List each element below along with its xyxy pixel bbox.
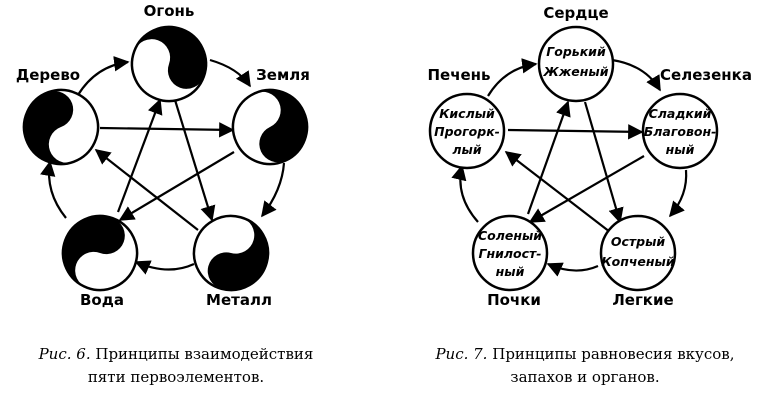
fig7-arrow-kidneys-to-liver xyxy=(451,164,479,223)
fig7-node-kidneys: Соленый Гнилост- ный xyxy=(471,214,549,292)
fig7-label-heart: Сердце xyxy=(543,4,608,22)
fig6-arrow-wood-to-earth xyxy=(99,122,235,138)
fig6-arrow-fire-to-metal xyxy=(173,99,216,222)
fig6-label-fire: Огонь xyxy=(144,2,195,20)
fig7-inner-lungs-1: Острый xyxy=(611,234,666,249)
fig7-arrow-liver-to-spleen xyxy=(507,124,644,140)
fig7-inner-liver-3: лый xyxy=(452,142,481,157)
fig7-node-spleen: Сладкий Благовон- ный xyxy=(641,92,719,170)
fig6-arrow-earth-to-water xyxy=(118,151,235,221)
fig6-node-metal xyxy=(192,214,270,292)
fig7-inner-liver-2: Прогорк- xyxy=(434,124,500,139)
fig6-label-water: Вода xyxy=(80,291,124,309)
fig7-node-liver: Кислый Прогорк- лый xyxy=(428,92,506,170)
fig7-arrow-kidneys-to-heart xyxy=(526,100,571,215)
fig7-inner-heart-2: Жженый xyxy=(543,64,609,79)
fig7-arrow-heart-to-spleen xyxy=(611,58,661,92)
fig7-node-heart: Горький Жженый xyxy=(537,25,615,103)
fig7-inner-spleen-2: Благовон- xyxy=(644,124,717,139)
fig7-inner-spleen-3: ный xyxy=(666,142,695,157)
fig6-arrow-earth-to-metal xyxy=(261,162,286,218)
fig7-inner-liver-1: Кислый xyxy=(439,106,495,121)
fig6-caption-prefix: Рис. 6. xyxy=(38,345,96,363)
fig6-arrow-fire-to-earth xyxy=(209,58,251,88)
fig7-inner-heart-1: Горький xyxy=(546,44,606,59)
fig6-arrow-metal-to-water xyxy=(134,260,195,275)
fig7-arrow-lungs-to-kidneys xyxy=(546,262,599,277)
fig7-label-spleen: Селезенка xyxy=(660,66,752,84)
fig7-inner-lungs-2: Копченый xyxy=(601,254,674,269)
fig7-caption-prefix: Рис. 7. xyxy=(434,345,492,363)
fig6-node-fire xyxy=(130,25,208,103)
fig6-label-earth: Земля xyxy=(256,66,310,84)
fig7-label-kidneys: Почки xyxy=(487,291,541,309)
fig7-caption-line1: Рис. 7. Принципы равновесия вкусов, xyxy=(434,345,734,363)
figure-7-diagram: Горький Жженый Сладкий Благовон- ный Ост… xyxy=(427,4,751,309)
fig6-node-water xyxy=(61,214,139,292)
fig7-arrow-lungs-to-liver xyxy=(504,151,611,233)
fig7-label-liver: Печень xyxy=(427,66,490,84)
fig6-label-wood: Дерево xyxy=(16,66,80,84)
fig7-caption-line2: запахов и органов. xyxy=(510,368,659,386)
fig6-label-metal: Металл xyxy=(206,291,272,309)
fig7-inner-kidneys-2: Гнилост- xyxy=(479,246,542,261)
fig6-star-arrows xyxy=(94,98,235,231)
fig7-inner-spleen-1: Сладкий xyxy=(649,106,712,121)
fig6-arrow-water-to-fire xyxy=(116,98,163,213)
fig6-arrow-wood-to-fire xyxy=(77,56,130,96)
figure-6-caption: Рис. 6. Принципы взаимодействия пяти пер… xyxy=(38,345,314,386)
fig7-arrow-liver-to-heart xyxy=(487,58,538,97)
figure-6-diagram: Огонь Земля Металл Вода Дерево xyxy=(16,2,310,309)
fig6-arrow-metal-to-wood xyxy=(94,149,199,231)
fig7-caption-text1: Принципы равновесия вкусов, xyxy=(492,345,734,363)
fig6-caption-line2: пяти первоэлементов. xyxy=(88,368,264,386)
fig6-caption-line1: Рис. 6. Принципы взаимодействия xyxy=(38,345,314,363)
fig7-node-lungs: Острый Копченый xyxy=(599,214,677,292)
fig6-node-wood xyxy=(22,88,100,166)
fig6-arrow-water-to-wood xyxy=(40,160,67,219)
fig7-arrow-spleen-to-kidneys xyxy=(528,155,645,223)
fig7-inner-kidneys-1: Соленый xyxy=(478,228,542,243)
fig7-arrow-spleen-to-lungs xyxy=(668,169,688,218)
fig7-cycle-arrows xyxy=(451,58,688,277)
fig7-inner-kidneys-3: ный xyxy=(496,264,525,279)
figure-7-caption: Рис. 7. Принципы равновесия вкусов, запа… xyxy=(434,345,734,386)
fig6-caption-text1: Принципы взаимодействия xyxy=(95,345,313,363)
fig7-arrow-heart-to-lungs xyxy=(583,101,624,224)
fig6-cycle-arrows xyxy=(40,56,286,275)
fig6-node-earth xyxy=(231,88,309,166)
fig7-star-arrows xyxy=(504,100,645,233)
fig7-label-lungs: Легкие xyxy=(612,291,673,309)
